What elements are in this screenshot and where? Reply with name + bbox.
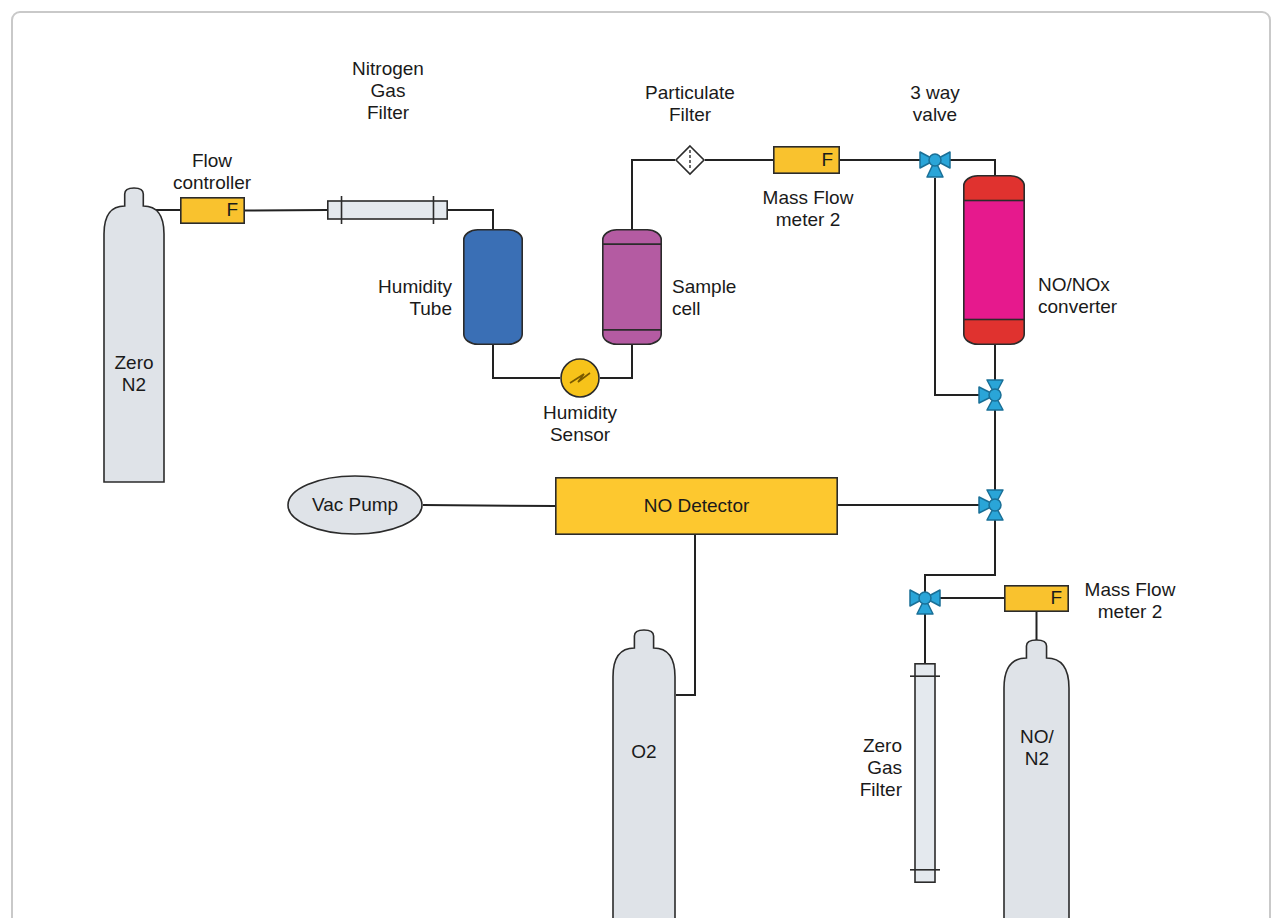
- flow-controller: Flow controllerF: [180, 197, 245, 224]
- component-label: Vac Pump: [292, 494, 418, 516]
- no-nox-converter: NO/NOx converter: [963, 175, 1025, 345]
- no-detector: NO Detector: [555, 477, 838, 535]
- component-label: Humidity Tube: [360, 276, 452, 320]
- vacuum-pump: Vac Pump: [287, 475, 423, 535]
- mass-flow-meter: Mass Flow meter 2F: [773, 146, 840, 174]
- gas-line: [493, 345, 560, 378]
- component-label: Particulate Filter: [640, 82, 740, 126]
- humidity-sensor-shape: [560, 358, 600, 398]
- component-symbol: F: [184, 199, 238, 221]
- gas-line: [838, 505, 995, 663]
- component-symbol: F: [777, 149, 833, 171]
- component-label: 3 way valve: [900, 82, 970, 126]
- component-label: Sample cell: [672, 276, 752, 320]
- sample-cell-shape: [602, 229, 662, 345]
- valve-symbol: [910, 590, 940, 614]
- three-way-valve: 3 way valve: [920, 146, 950, 178]
- particulate-filter: Particulate Filter: [675, 145, 705, 175]
- gas-line: [840, 159, 920, 161]
- component-label: Zero N2: [109, 352, 159, 396]
- component-label: O2: [614, 741, 674, 763]
- gas-cylinder: NO/ N2: [1003, 640, 1070, 918]
- gas-line: [838, 505, 1004, 598]
- component-label: Flow controller: [160, 150, 264, 194]
- gas-line: [676, 535, 695, 695]
- component-label: Zero Gas Filter: [842, 735, 902, 801]
- component-label: NO/NOx converter: [1038, 274, 1138, 318]
- gas-line: [423, 505, 555, 506]
- component-symbol: F: [1008, 587, 1062, 609]
- sample-cell: Sample cell: [602, 229, 662, 345]
- gas-cylinder-shape: [612, 630, 676, 918]
- gas-line: [950, 160, 995, 175]
- valve-symbol: [979, 490, 1003, 520]
- particulate-filter-shape: [675, 145, 705, 175]
- gas-line: [705, 159, 773, 161]
- component-label: Humidity Sensor: [533, 402, 627, 446]
- zero-gas-filter: Zero Gas Filter: [913, 663, 937, 883]
- humidity-tube-shape: [463, 229, 523, 345]
- gas-cylinder: Zero N2: [103, 188, 165, 478]
- valve-symbol: [979, 380, 1003, 410]
- mass-flow-meter: Mass Flow meter 2F: [1004, 585, 1069, 612]
- no-nox-converter-shape: [963, 175, 1025, 345]
- gas-line: [600, 345, 632, 378]
- component-label: Mass Flow meter 2: [758, 187, 858, 231]
- gas-line: [1036, 612, 1038, 640]
- zero-gas-filter-shape: [913, 663, 937, 883]
- component-label: Nitrogen Gas Filter: [350, 58, 426, 124]
- gas-line: [245, 209, 327, 212]
- gas-filter-shape: [327, 199, 448, 221]
- three-way-valve-shape: [920, 146, 950, 178]
- humidity-tube: Humidity Tube: [463, 229, 523, 345]
- gas-filter: Nitrogen Gas Filter: [327, 199, 448, 221]
- gas-line: [448, 210, 493, 229]
- humidity-sensor: Humidity Sensor: [560, 358, 600, 398]
- component-label: NO Detector: [560, 495, 833, 517]
- gas-cylinder-shape: [1003, 640, 1070, 918]
- gas-line: [632, 160, 675, 229]
- gas-cylinder-shape: [103, 188, 165, 478]
- gas-cylinder: O2: [612, 630, 676, 918]
- component-label: Mass Flow meter 2: [1076, 579, 1184, 623]
- gas-line: [838, 345, 995, 505]
- component-label: NO/ N2: [1012, 726, 1062, 770]
- frame-rect: [12, 12, 1270, 918]
